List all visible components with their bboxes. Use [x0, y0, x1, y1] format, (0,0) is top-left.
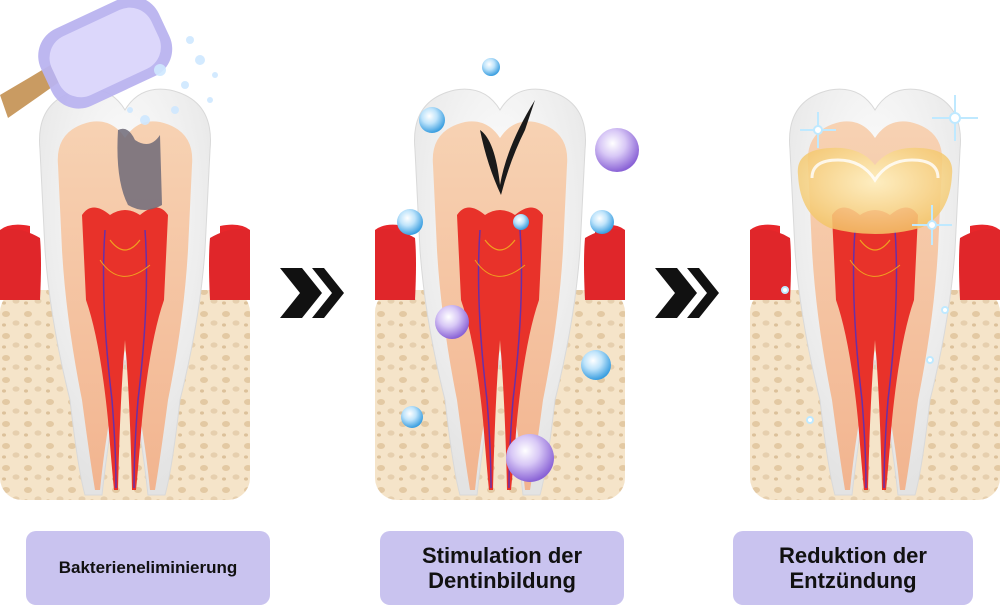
tooth-panel-1 [0, 0, 251, 501]
bubble-icon [513, 214, 529, 230]
step-label-3-line1: Reduktion der [779, 542, 927, 568]
sparkles [781, 95, 978, 424]
foam-particles [127, 36, 218, 125]
tooth-panel-3 [749, 88, 1000, 501]
step-label-2-line2: Dentinbildung [428, 568, 576, 593]
healing-glow [797, 147, 953, 234]
double-chevron-right-icon [280, 268, 344, 318]
diagram-canvas [0, 0, 1000, 501]
sparkle-icon [932, 95, 978, 141]
bubbles [397, 58, 639, 482]
step-label-1: Bakterieneliminierung [26, 531, 270, 605]
bubble-icon [595, 128, 639, 172]
sparkle-icon [781, 286, 789, 294]
bubble-icon [482, 58, 500, 76]
cavity [117, 128, 162, 210]
sparkle-icon [806, 416, 814, 424]
sparkle-icon [941, 306, 949, 314]
sparkle-icon [800, 112, 836, 148]
bubble-icon [401, 406, 423, 428]
bubble-icon [397, 209, 423, 235]
sparkle-icon [926, 356, 934, 364]
step-label-3-line2: Entzündung [789, 568, 917, 593]
bubble-icon [590, 210, 614, 234]
tooth-panel-2 [374, 88, 626, 501]
toothbrush-icon [0, 0, 173, 118]
crack [480, 100, 535, 195]
step-label-2-line1: Stimulation der [421, 542, 583, 568]
step-label-1-text: Bakterieneliminierung [58, 558, 238, 578]
bubble-icon [435, 305, 469, 339]
double-chevron-right-icon [655, 268, 719, 318]
bubble-icon [419, 107, 445, 133]
bubble-icon [581, 350, 611, 380]
step-label-2: Stimulation der Dentinbildung [380, 531, 624, 605]
bubble-icon [506, 434, 554, 482]
step-label-3: Reduktion der Entzündung [733, 531, 973, 605]
sparkle-icon [912, 205, 952, 245]
